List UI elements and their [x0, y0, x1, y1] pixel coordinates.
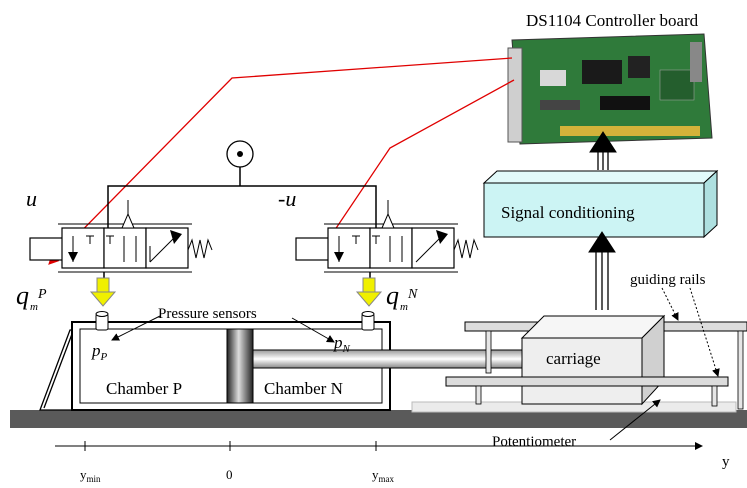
flow-arrow-n — [355, 277, 383, 307]
p-sub-n: N — [342, 343, 351, 355]
p-sub-p: P — [100, 351, 108, 363]
q-sub-m: m — [400, 301, 408, 313]
chamber-n-label: Chamber N — [264, 379, 343, 398]
q-mp-symbol: qmP — [16, 281, 47, 313]
pressure-sensor-p — [95, 311, 109, 331]
tick-sub: max — [379, 474, 395, 484]
pressure-sensor-pointers — [111, 315, 335, 343]
signal-conditioning-box — [482, 169, 719, 239]
flow-arrow-p — [89, 277, 117, 307]
tick-label-ymin: ymin — [80, 467, 101, 484]
ground-base — [10, 410, 747, 428]
carriage-label: carriage — [546, 349, 601, 368]
potentiometer-label: Potentiometer — [492, 434, 576, 450]
valve-n — [295, 200, 479, 280]
carriage — [520, 314, 666, 406]
tick-label-ymax: ymax — [372, 467, 394, 484]
tick-label-zero: 0 — [226, 467, 233, 482]
axis-y-label: y — [722, 454, 730, 470]
spring-icon — [187, 238, 213, 259]
rail-front — [445, 376, 729, 407]
q-letter: q — [386, 281, 399, 310]
pressure-sensor-n — [361, 311, 375, 331]
controller-label: DS1104 Controller board — [526, 11, 699, 30]
tick-sub: min — [87, 474, 102, 484]
signal-wires — [48, 57, 515, 265]
pcb-board-icon — [507, 33, 713, 145]
q-letter: q — [16, 281, 29, 310]
potentiometer-pointer — [609, 399, 661, 441]
spring-icon — [453, 238, 479, 259]
p-letter: p — [333, 333, 343, 352]
tick-base: y — [372, 467, 379, 482]
p-letter: p — [91, 341, 101, 360]
pressure-sensors-label: Pressure sensors — [158, 306, 257, 322]
position-axis — [55, 441, 703, 451]
p-p-symbol: pP — [91, 341, 108, 363]
piston — [226, 328, 254, 404]
cylinder — [71, 321, 531, 411]
q-sup-n: N — [407, 287, 418, 302]
signal-conditioning-label: Signal conditioning — [501, 203, 635, 222]
tick-base: 0 — [226, 467, 233, 482]
q-sup-p: P — [37, 287, 47, 302]
signal-arrows — [588, 131, 617, 310]
pressure-source-icon — [226, 140, 254, 168]
chamber-p-label: Chamber P — [106, 379, 182, 398]
guiding-rails-label: guiding rails — [630, 272, 706, 288]
guiding-rails-pointers — [661, 287, 720, 377]
q-mn-symbol: qmN — [386, 281, 418, 313]
minus-u-symbol: -u — [278, 186, 296, 211]
q-sub-m: m — [30, 301, 38, 313]
supply-lines — [107, 167, 377, 232]
tick-base: y — [80, 467, 87, 482]
valve-p — [29, 200, 213, 280]
p-n-symbol: pN — [333, 333, 351, 355]
u-symbol: u — [26, 186, 37, 211]
cylinder-mount — [39, 329, 77, 411]
